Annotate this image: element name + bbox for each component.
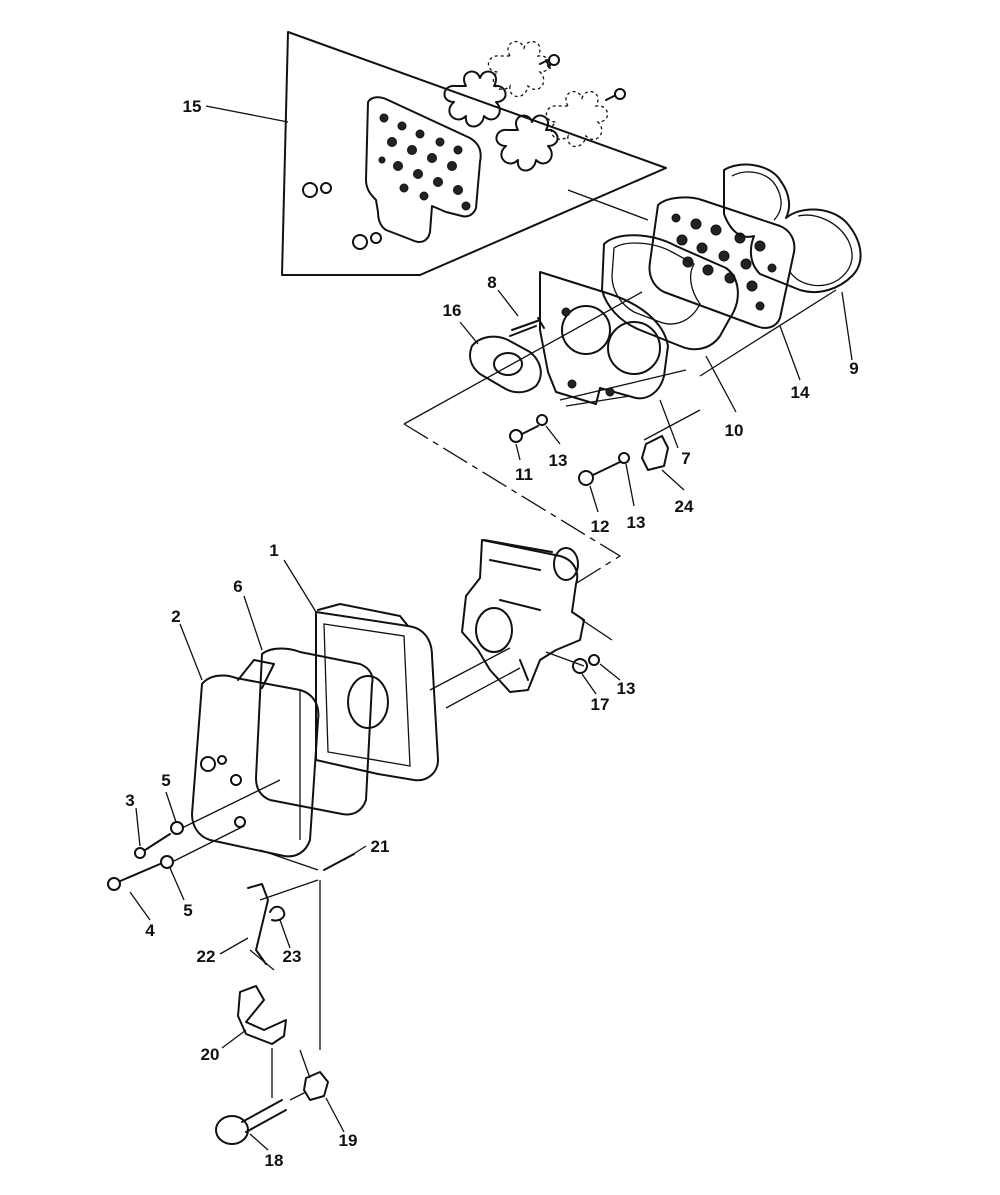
- callout-18: 18: [265, 1151, 284, 1170]
- washer-13-middle: [618, 452, 630, 464]
- callout-11: 11: [515, 465, 533, 484]
- carburetor-adaptor-7: [539, 271, 669, 405]
- stud-8: [509, 317, 545, 337]
- callout-9: 9: [849, 359, 858, 378]
- callout-2: 2: [171, 607, 180, 626]
- inset-screws: [539, 54, 626, 101]
- choke-knob-18: [215, 1099, 287, 1145]
- callout-23: 23: [283, 947, 302, 966]
- callout-4: 4: [145, 921, 155, 940]
- assembly-lines: [171, 189, 837, 1101]
- gasket-6: [255, 647, 374, 816]
- bracket-24: [641, 435, 669, 471]
- callout-21: 21: [371, 837, 390, 856]
- washer-13-lower: [588, 654, 600, 666]
- callout-1: 1: [269, 541, 278, 560]
- reed-plate-14: [648, 196, 796, 329]
- nut-17: [572, 658, 588, 674]
- callout-3: 3: [125, 791, 134, 810]
- choke-rod-22: [247, 883, 269, 965]
- choke-lever-20: [237, 985, 287, 1045]
- carburetor: [461, 539, 585, 693]
- callout-20: 20: [201, 1045, 220, 1064]
- retainer-19: [303, 1071, 329, 1101]
- inset-nuts-washers: [302, 182, 382, 250]
- washer-5-upper: [170, 821, 184, 835]
- callout-5-upper: 5: [161, 771, 170, 790]
- gasket-9: [723, 163, 862, 294]
- callout-7: 7: [681, 449, 690, 468]
- gasket-16: [469, 335, 542, 394]
- clip-23: [269, 905, 286, 922]
- callout-labels: 1 2 3 4 5 5 6 7 8 9 10 11 12 13 13 13 14…: [125, 97, 858, 1170]
- screw-3: [134, 833, 171, 859]
- callout-17: 17: [591, 695, 610, 714]
- callout-16: 16: [443, 301, 462, 320]
- air-cleaner-cover-2: [191, 659, 320, 858]
- callout-12: 12: [591, 517, 610, 536]
- air-cleaner-base-1: [315, 603, 439, 782]
- washer-5-lower: [160, 855, 174, 869]
- detail-inset-valve-plate: [281, 31, 667, 276]
- callout-14: 14: [791, 383, 810, 402]
- callout-13-upper: 13: [549, 451, 568, 470]
- callout-15: 15: [183, 97, 202, 116]
- callout-5-lower: 5: [183, 901, 192, 920]
- callout-10: 10: [725, 421, 744, 440]
- callout-13-middle: 13: [627, 513, 646, 532]
- callout-22: 22: [197, 947, 216, 966]
- washer-13-upper: [536, 414, 548, 426]
- bolt-11: [509, 425, 539, 443]
- screw-4: [107, 863, 161, 891]
- callout-8: 8: [487, 273, 496, 292]
- callout-19: 19: [339, 1131, 358, 1150]
- leader-lines: [129, 105, 853, 1151]
- bolt-12: [578, 461, 621, 486]
- gasket-10: [601, 234, 739, 351]
- callout-6: 6: [233, 577, 242, 596]
- callout-13-lower: 13: [617, 679, 636, 698]
- callout-24: 24: [675, 497, 694, 516]
